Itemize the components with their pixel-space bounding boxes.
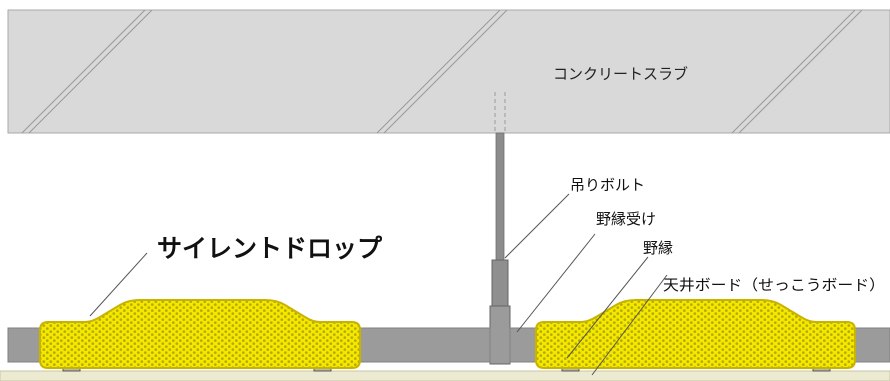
nobuchi-uke-label: 野縁受け: [596, 210, 656, 228]
leader-nobuchi-uke: [516, 233, 596, 333]
leader-ceiling-board: [591, 274, 668, 376]
slab-label: コンクリートスラブ: [553, 65, 688, 83]
leader-lines: [89, 193, 668, 376]
ceiling-board-label: 天井ボード（せっこうボード）: [663, 276, 885, 294]
leader-product: [89, 252, 148, 317]
hanger-bolt-label: 吊りボルト: [570, 176, 645, 194]
silent-drop-left: [39, 299, 361, 369]
product-label: サイレントドロップ: [157, 234, 383, 263]
leader-nobuchi: [566, 256, 649, 359]
ceiling-board: [0, 370, 890, 381]
hanger-bolt: [489, 92, 511, 365]
silent-drop-right: [535, 299, 856, 369]
concrete-slab: コンクリートスラブ: [7, 9, 890, 134]
nobuchi-label: 野縁: [643, 239, 673, 257]
leader-hanger-bolt: [504, 193, 570, 259]
